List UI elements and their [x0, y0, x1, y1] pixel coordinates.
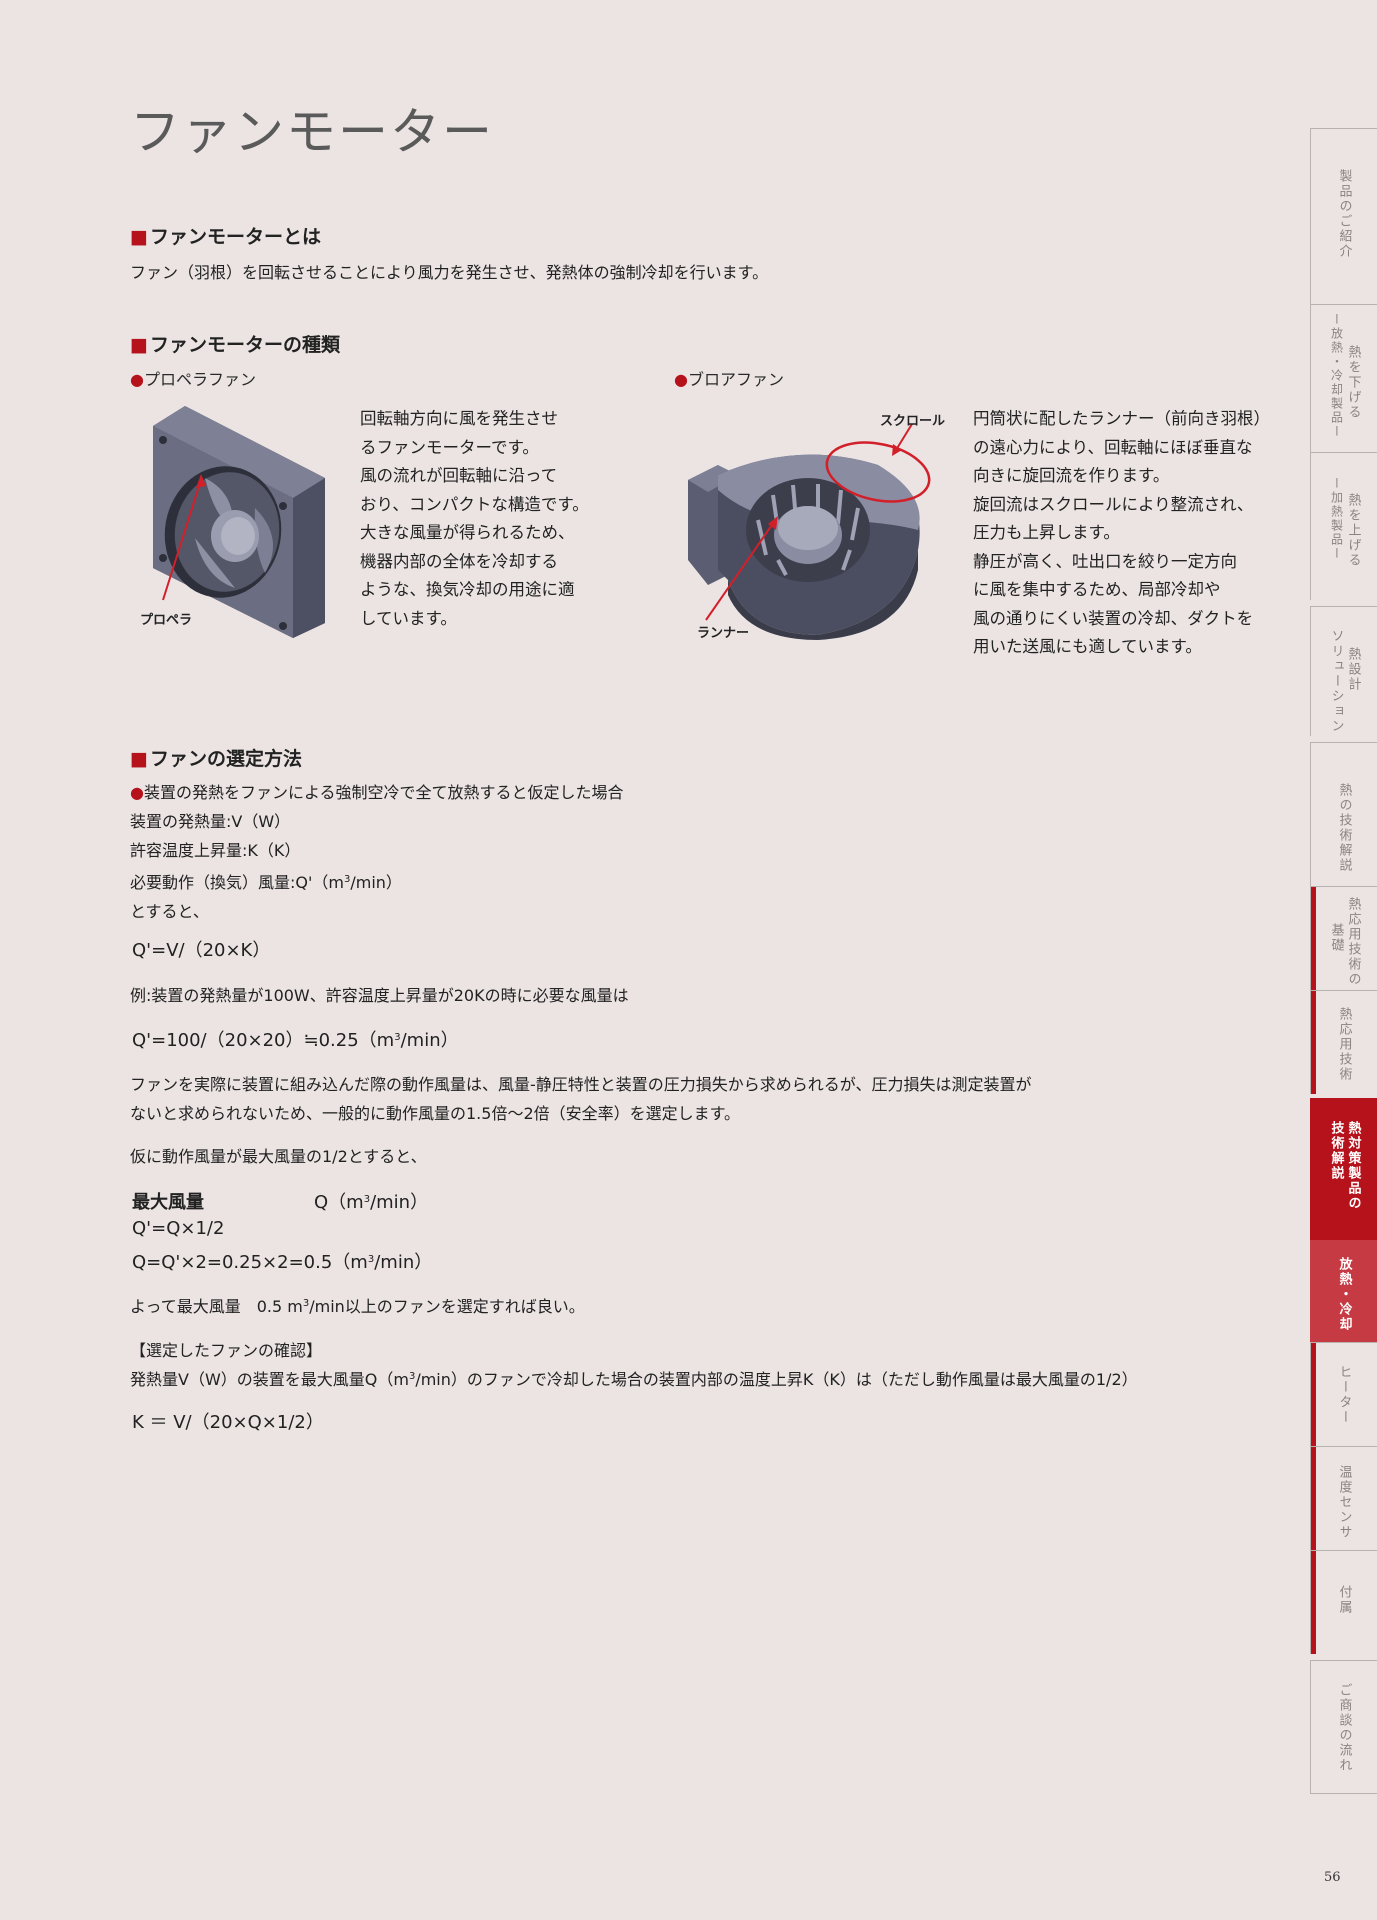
max-flow-value: Q（m3/min） — [314, 1192, 429, 1213]
runner-callout: ランナー — [697, 626, 750, 641]
blower-description: 円筒状に配したランナー（前向き羽根） の遠心力により、回転軸にほぼ垂直な 向きに… — [973, 409, 1270, 656]
tab-cooling-sub[interactable]: 放熱・冷却 — [1310, 1240, 1377, 1342]
tab-temperature-sensor[interactable]: 温度センサ — [1310, 1446, 1377, 1550]
dot-bullet-icon: ● — [130, 370, 144, 389]
tab-heater[interactable]: ヒーター — [1310, 1342, 1377, 1446]
propeller-callout: プロペラ — [140, 613, 193, 628]
section-what-text: ファン（羽根）を回転させることにより風力を発生させ、発熱体の強制冷却を行います。 — [130, 263, 769, 282]
assume-half-text: 仮に動作風量が最大風量の1/2とすると、 — [130, 1147, 427, 1166]
equation-a: Q'=Q×1/2 — [132, 1218, 225, 1239]
selection-note: ファンを実際に装置に組み込んだ際の動作風量は、風量-静圧特性と装置の圧力損失から… — [130, 1075, 1032, 1123]
tab-cooling[interactable]: 熱を下げるー放熱・冷却製品ー — [1310, 304, 1377, 452]
example-text: 例:装置の発熱量が100W、許容温度上昇量が20Kの時に必要な風量は — [130, 986, 629, 1005]
max-flow-label: 最大風量 — [132, 1192, 204, 1213]
tab-countermeasure-products[interactable]: 熱対策製品の技術解説 — [1310, 1098, 1377, 1240]
blower-fan-image — [688, 441, 931, 640]
square-bullet-icon: ■ — [130, 334, 148, 356]
propeller-description: 回転軸方向に風を発生させ るファンモーターです。 風の流れが回転軸に沿って おり… — [360, 409, 589, 628]
page-number: 56 — [1324, 1870, 1341, 1885]
tab-applied-tech[interactable]: 熱応用技術 — [1310, 990, 1377, 1094]
blower-fan-label: ●ブロアファン — [674, 370, 784, 389]
tab-business-flow[interactable]: ご商談の流れ — [1310, 1660, 1377, 1794]
square-bullet-icon: ■ — [130, 748, 148, 770]
equation-b: Q=Q'×2=0.25×2=0.5（m3/min） — [132, 1252, 433, 1273]
scroll-callout: スクロール — [880, 414, 946, 429]
scroll-arrow-icon — [892, 423, 913, 456]
tab-applied-basics[interactable]: 熱応用技術の基礎 — [1310, 886, 1377, 990]
tab-product-intro[interactable]: 製品のご紹介 — [1310, 128, 1377, 304]
confirm-heading: 【選定したファンの確認】 — [130, 1341, 323, 1360]
section-what-heading: ■ファンモーターとは — [130, 226, 321, 248]
tab-thermal-tech[interactable]: 熱の技術解説 — [1310, 742, 1377, 886]
page-title: ファンモーター — [130, 103, 494, 161]
dot-bullet-icon: ● — [130, 783, 144, 802]
selection-intro: ●装置の発熱をファンによる強制空冷で全て放熱すると仮定した場合 装置の発熱量:V… — [130, 783, 624, 921]
propeller-fan-label: ●プロペラファン — [130, 370, 256, 389]
section-select-heading: ■ファンの選定方法 — [130, 748, 302, 770]
section-types-heading: ■ファンモーターの種類 — [130, 334, 340, 356]
dot-bullet-icon: ● — [674, 370, 688, 389]
conclusion-text: よって最大風量 0.5 m3/min以上のファンを選定すれば良い。 — [130, 1297, 585, 1316]
formula-2: Q'=100/（20×20）≒0.25（m3/min） — [132, 1030, 459, 1051]
formula-1: Q'=V/（20×K） — [132, 940, 271, 961]
sidebar-index: 製品のご紹介 熱を下げるー放熱・冷却製品ー 熱を上げるー加熱製品ー 熱設計ソリュ… — [1310, 128, 1377, 1794]
confirm-text: 発熱量V（W）の装置を最大風量Q（m3/min）のファンで冷却した場合の装置内部… — [130, 1370, 1138, 1389]
tab-accessories[interactable]: 付属 — [1310, 1550, 1377, 1654]
tab-thermal-design[interactable]: 熱設計ソリューション — [1310, 606, 1377, 736]
formula-k: K ＝ V/（20×Q×1/2） — [132, 1412, 324, 1433]
propeller-fan-image — [153, 406, 325, 638]
square-bullet-icon: ■ — [130, 226, 148, 248]
tab-heating[interactable]: 熱を上げるー加熱製品ー — [1310, 452, 1377, 600]
